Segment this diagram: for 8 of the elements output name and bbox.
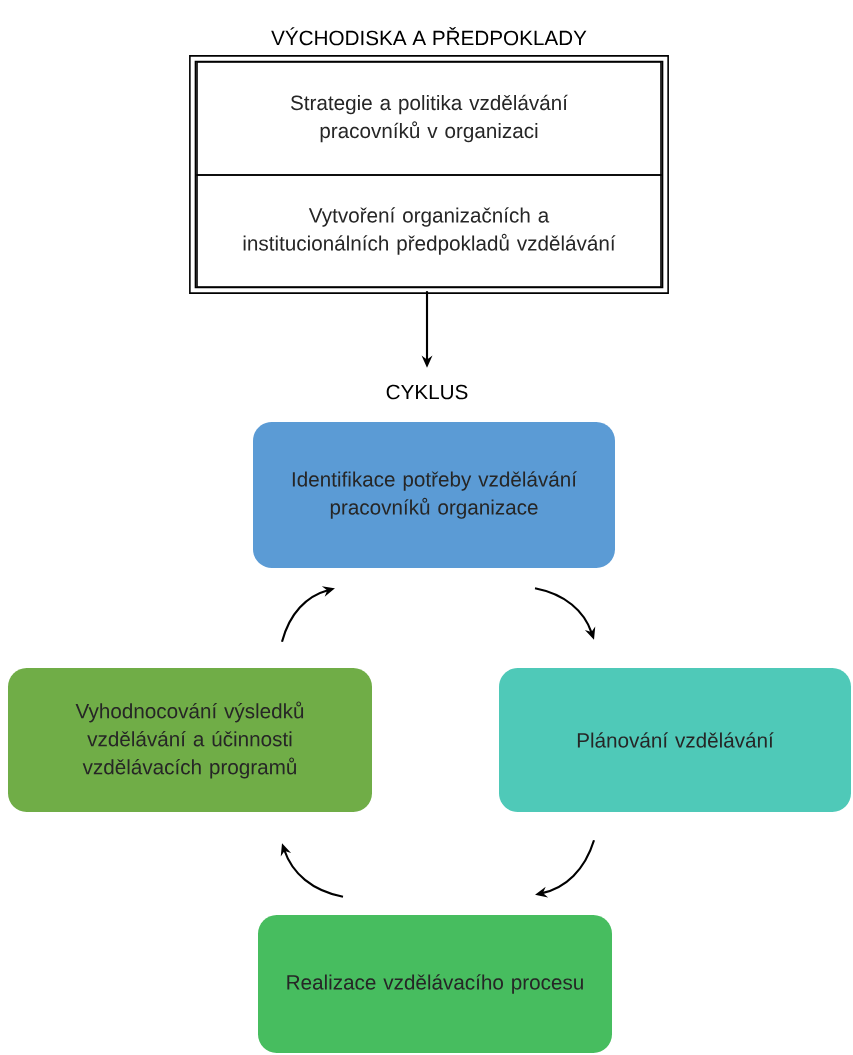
table-cell: Strategie a politika vzdělávání pracovníků v organizaci [196, 61, 662, 176]
process-box: Realizace vzdělávacího procesu [258, 915, 612, 1053]
process-box: Vyhodnocování výsledků vzdělávání a účinnosti vzdělávacích programů [8, 668, 372, 812]
section-label: CYKLUS [386, 384, 468, 400]
table-cell: Vytvoření organizačních a institucionálních předpokladů vzdělávání [196, 174, 662, 288]
process-box: Plánování vzdělávání [499, 668, 851, 812]
node-label: VÝCHODISKA A PŘEDPOKLADY [271, 27, 587, 46]
process-box: Identifikace potřeby vzdělávání pracovníků organizace [253, 422, 615, 568]
